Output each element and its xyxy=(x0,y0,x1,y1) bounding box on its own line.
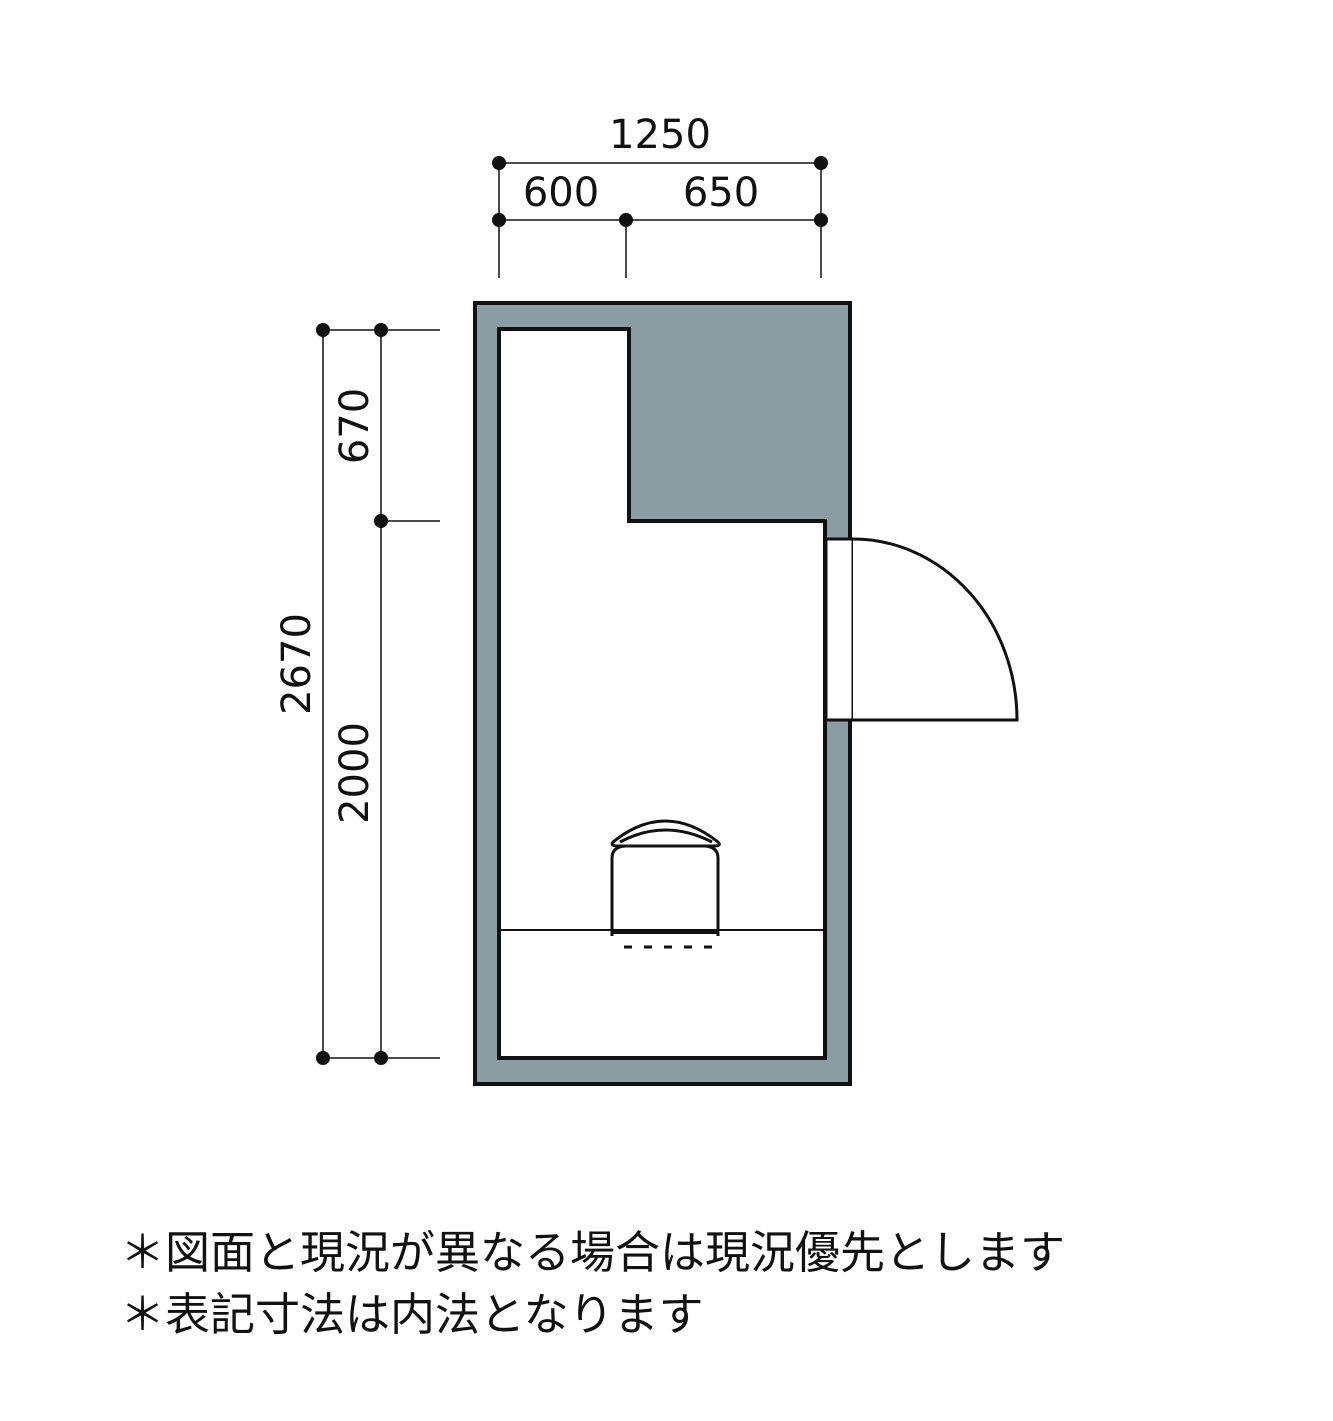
dimension-dots-top xyxy=(492,156,828,227)
depth-dimension xyxy=(322,329,440,1059)
note-inner-dimensions: ＊表記寸法は内法となります xyxy=(120,1288,704,1341)
note-drawing-priority: ＊図面と現況が異なる場合は現況優先とします xyxy=(120,1226,1066,1279)
total-width-label: 1250 xyxy=(609,112,711,158)
dimension-dots-left xyxy=(316,323,388,1065)
depth-bottom-label: 2000 xyxy=(332,722,378,824)
width-left-label: 600 xyxy=(523,170,599,216)
notes: ＊図面と現況が異なる場合は現況優先とします ＊表記寸法は内法となります xyxy=(120,1222,1065,1346)
total-depth-label: 2670 xyxy=(274,613,320,715)
toilet-icon xyxy=(610,819,721,949)
depth-top-label: 670 xyxy=(332,388,378,464)
room-interior xyxy=(497,327,827,1060)
width-right-label: 650 xyxy=(683,170,759,216)
door xyxy=(824,537,1019,722)
